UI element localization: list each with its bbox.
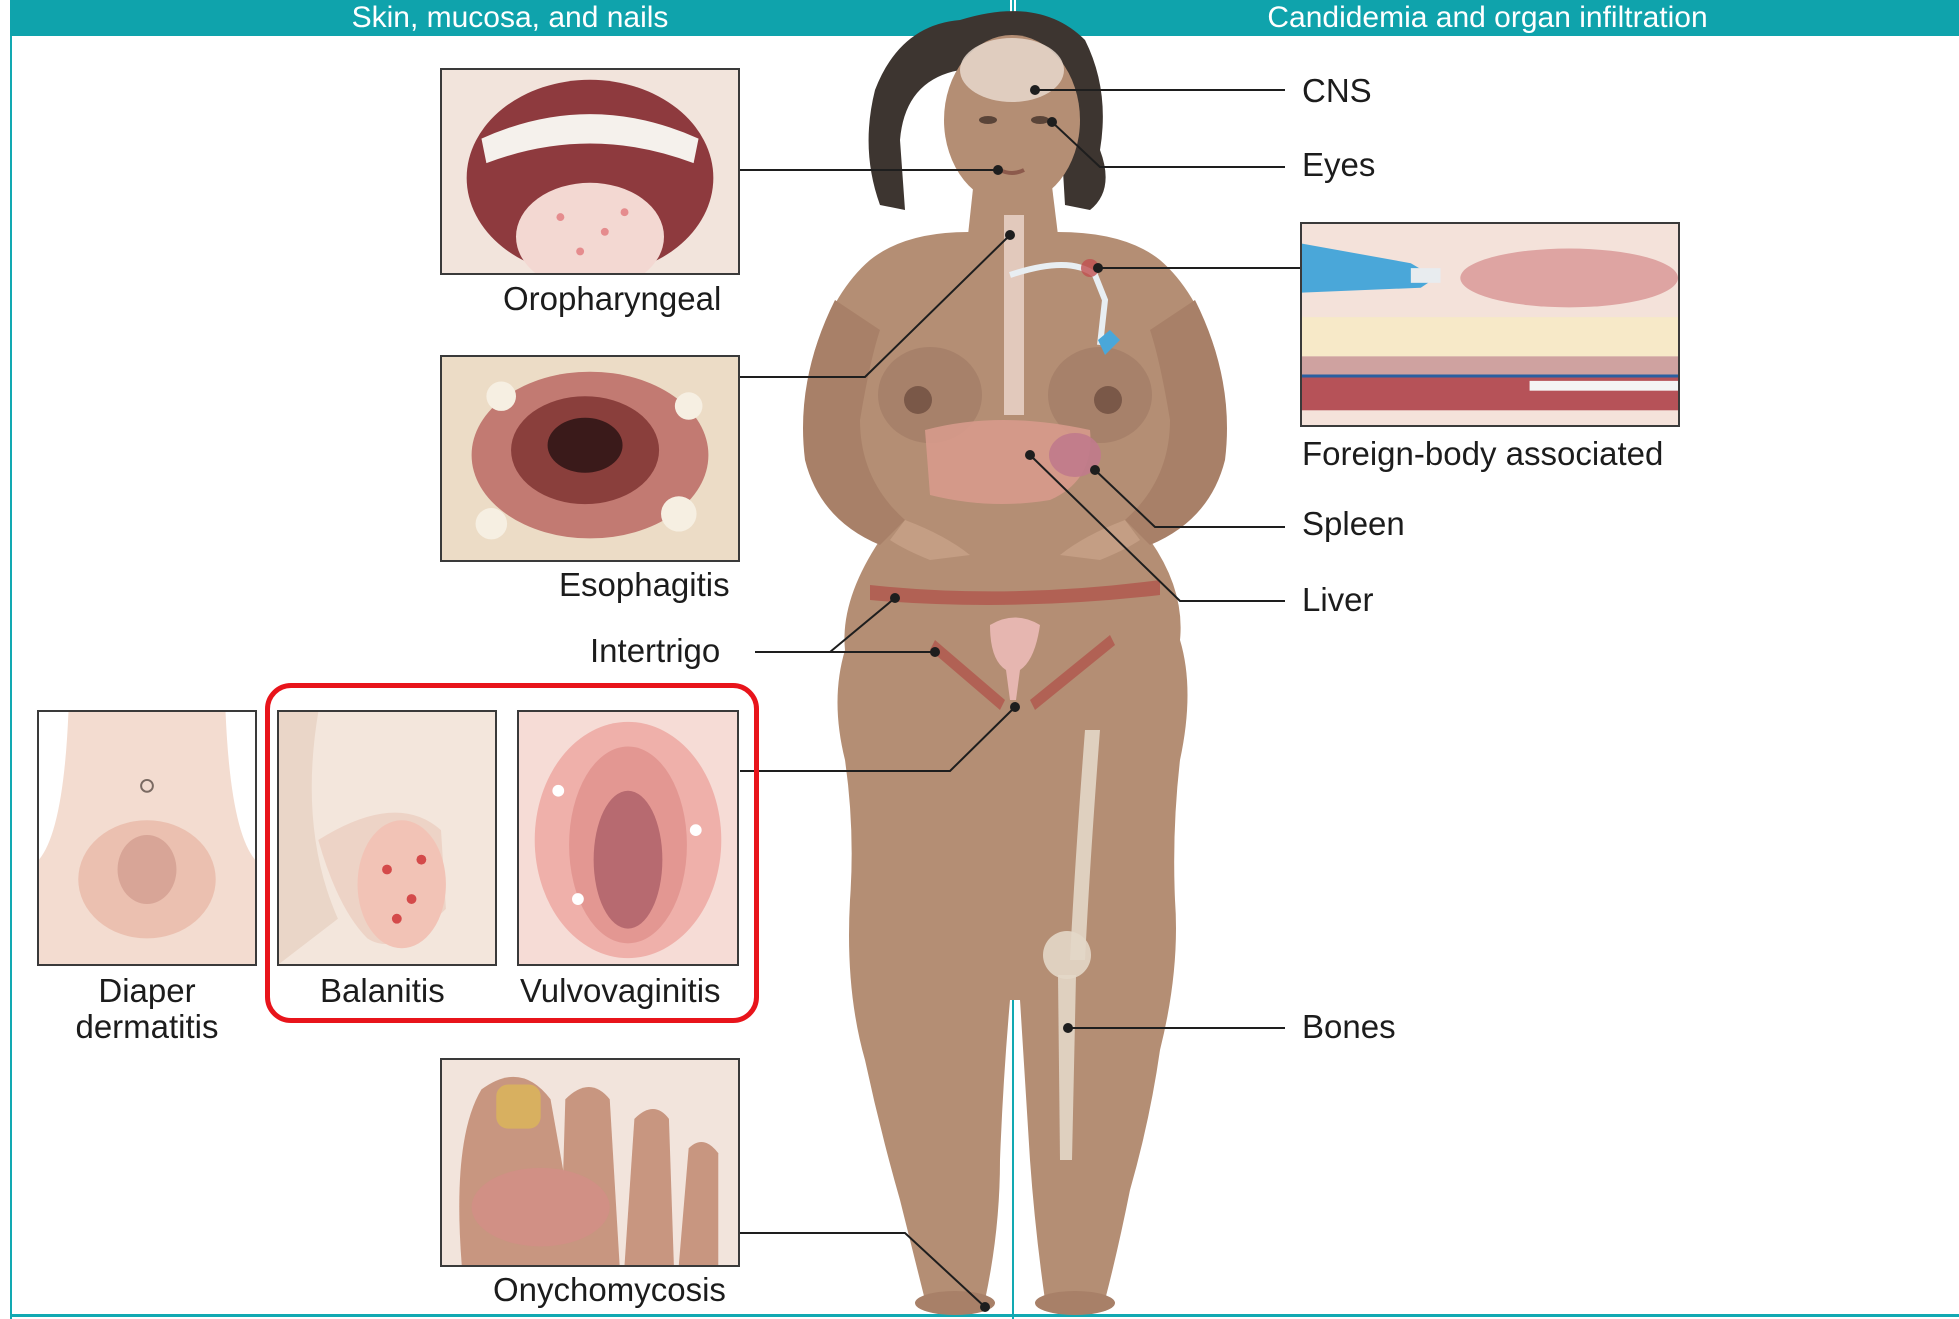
- oropharyngeal-label: Oropharyngeal: [503, 280, 721, 318]
- spleen-label: Spleen: [1302, 505, 1405, 543]
- eyes-label: Eyes: [1302, 146, 1375, 184]
- onychomycosis-panel: [440, 1058, 740, 1267]
- diaper-dermatitis-label-line1: Diaper: [37, 972, 257, 1010]
- cns-label: CNS: [1302, 72, 1372, 110]
- liver-label: Liver: [1302, 581, 1374, 619]
- oropharyngeal-panel: [440, 68, 740, 275]
- diaper-dermatitis-panel: [37, 710, 257, 966]
- foreign-body-panel: [1300, 222, 1680, 427]
- onychomycosis-label: Onychomycosis: [493, 1271, 726, 1309]
- genital-candidiasis-highlight: [265, 683, 759, 1023]
- esophagitis-panel: [440, 355, 740, 562]
- esophagitis-label: Esophagitis: [559, 566, 730, 604]
- foreign-body-label: Foreign-body associated: [1302, 435, 1663, 473]
- diaper-dermatitis-label-line2: dermatitis: [37, 1008, 257, 1046]
- intertrigo-label: Intertrigo: [590, 632, 720, 670]
- bones-label: Bones: [1302, 1008, 1396, 1046]
